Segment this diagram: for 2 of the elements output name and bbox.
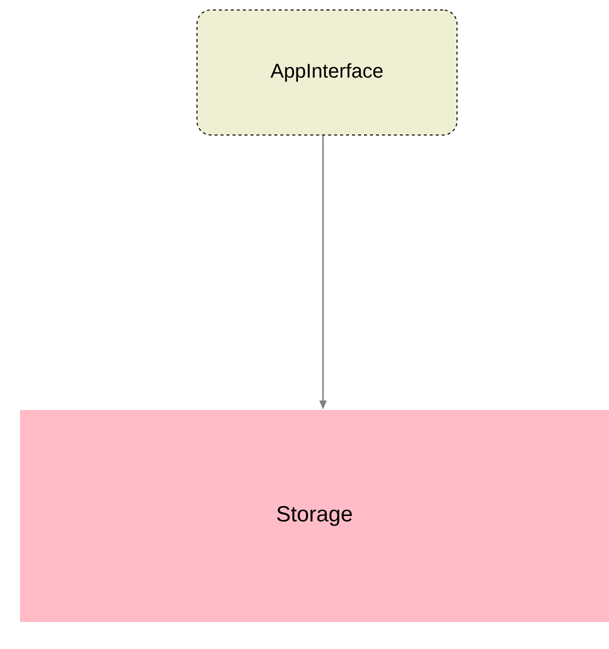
process-box: AppInterface bbox=[196, 10, 458, 136]
storage-box: Storage bbox=[20, 410, 609, 622]
